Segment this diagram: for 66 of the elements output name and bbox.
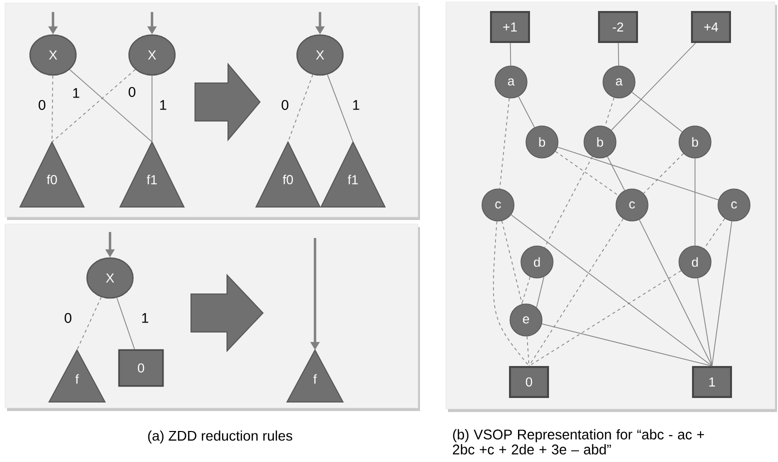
connector-line xyxy=(526,336,530,366)
connector-line xyxy=(631,92,683,132)
connector-line xyxy=(116,297,135,350)
connector-line xyxy=(510,214,712,366)
block-arrow xyxy=(194,62,261,142)
terminal-box: +1 xyxy=(490,11,530,43)
connector-line xyxy=(493,220,530,366)
connector-line xyxy=(638,219,712,366)
variable-node: d xyxy=(520,246,554,278)
connector-line xyxy=(643,153,684,194)
terminal-box: 0 xyxy=(118,349,164,387)
connector-line xyxy=(528,270,682,366)
connector-line xyxy=(544,156,593,248)
edge-label: 0 xyxy=(280,99,290,111)
connector-line xyxy=(499,98,510,190)
connector-line xyxy=(618,42,620,66)
variable-node: X xyxy=(296,34,344,76)
connector-line xyxy=(518,96,535,128)
connector-line xyxy=(288,74,314,142)
edge-label: 0 xyxy=(37,99,47,111)
variable-node: e xyxy=(510,304,542,336)
terminal-box: -2 xyxy=(598,11,638,43)
variable-node: b xyxy=(526,126,558,158)
connector-line xyxy=(327,74,354,142)
connector-line xyxy=(607,156,625,191)
edge-label: 1 xyxy=(158,99,168,111)
variable-node: b xyxy=(678,126,712,158)
connector-line xyxy=(557,146,719,200)
variable-node: X xyxy=(128,34,176,76)
connector-line xyxy=(604,97,614,127)
connector-line xyxy=(69,69,152,142)
caption: (a) ZDD reduction rules xyxy=(148,430,292,444)
terminal-box: +4 xyxy=(691,11,731,43)
connector-line xyxy=(697,278,712,366)
edge-label: 0 xyxy=(127,86,137,98)
variable-node: X xyxy=(86,257,134,299)
connector-line xyxy=(510,42,512,66)
connector-line xyxy=(694,158,696,246)
connector-line xyxy=(555,151,619,196)
connector-line xyxy=(536,276,544,308)
connector-line xyxy=(528,218,624,366)
variable-node: c xyxy=(482,188,514,222)
variable-node: X xyxy=(29,34,77,76)
connector-line xyxy=(501,220,523,304)
edge-label: 1 xyxy=(140,312,150,324)
variable-node: a xyxy=(602,66,636,98)
variable-node: b xyxy=(584,126,616,158)
variable-node: c xyxy=(718,188,750,222)
connector-line xyxy=(76,296,102,350)
connector-line xyxy=(52,75,54,142)
variable-node: d xyxy=(678,246,712,278)
edge-label: 0 xyxy=(63,312,73,324)
terminal-box: 0 xyxy=(509,366,549,398)
connector-line xyxy=(704,218,726,249)
edge-label: 1 xyxy=(71,87,81,99)
edge-label: 1 xyxy=(351,99,361,111)
caption: (b) VSOP Representation for “abc - ac + 2bc +c + 2de + 3e – abd” xyxy=(452,429,704,454)
terminal-box: 1 xyxy=(692,366,732,398)
connector-line xyxy=(542,324,712,366)
block-arrow xyxy=(190,274,264,352)
connector-line xyxy=(712,220,732,366)
connector-line xyxy=(521,276,530,305)
variable-node: a xyxy=(494,66,528,98)
connector-line xyxy=(52,69,136,142)
connector-line xyxy=(611,42,696,131)
variable-node: c xyxy=(616,188,648,222)
